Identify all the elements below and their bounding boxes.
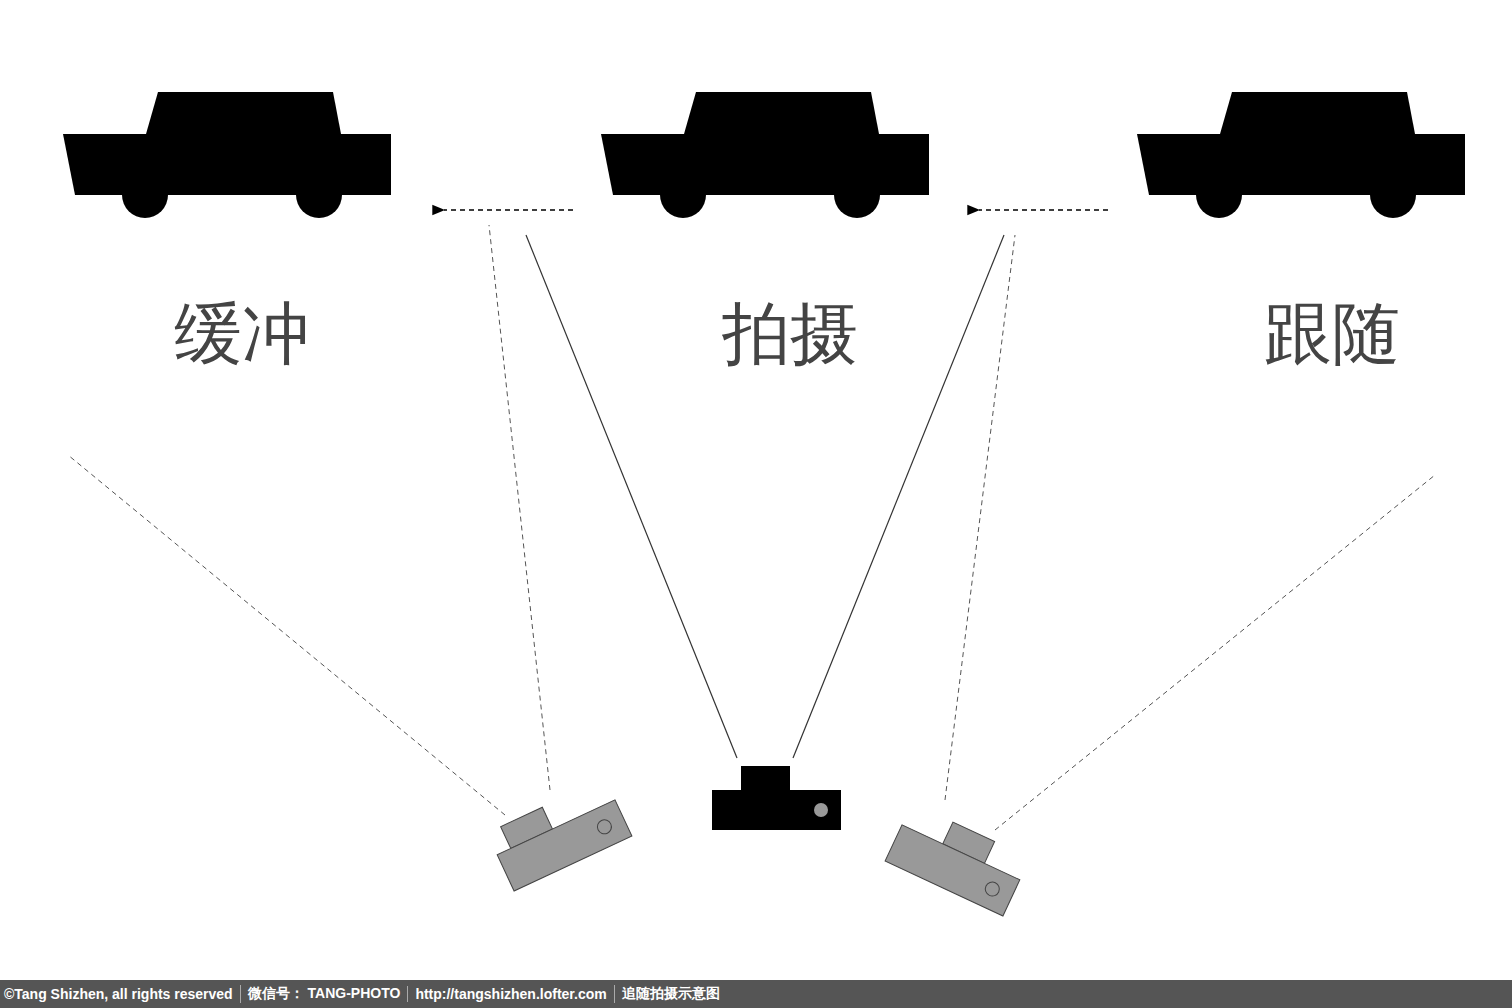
motion-arrow	[444, 209, 573, 210]
camera-right	[885, 803, 1030, 916]
stage-label: 缓冲	[174, 300, 310, 368]
stage-label: 拍摄	[722, 300, 858, 368]
car-silhouette	[63, 92, 391, 218]
footer-text: ©Tang Shizhen, all rights reserved	[0, 986, 240, 1002]
camera-left	[487, 778, 632, 891]
car-silhouette	[1137, 92, 1465, 218]
view-lines-active	[526, 235, 1004, 758]
stage-label: 跟随	[1264, 300, 1400, 368]
car-silhouette	[601, 92, 929, 218]
footer-text: 微信号： TANG-PHOTO	[240, 985, 408, 1003]
footer-text: http://tangshizhen.lofter.com	[407, 986, 613, 1002]
footer-text: 追随拍摄示意图	[614, 985, 727, 1003]
footer-bar: ©Tang Shizhen, all rights reserved微信号： T…	[0, 980, 1512, 1008]
view-lines	[68, 225, 1435, 830]
camera-center	[712, 766, 841, 830]
motion-arrow	[979, 209, 1108, 210]
